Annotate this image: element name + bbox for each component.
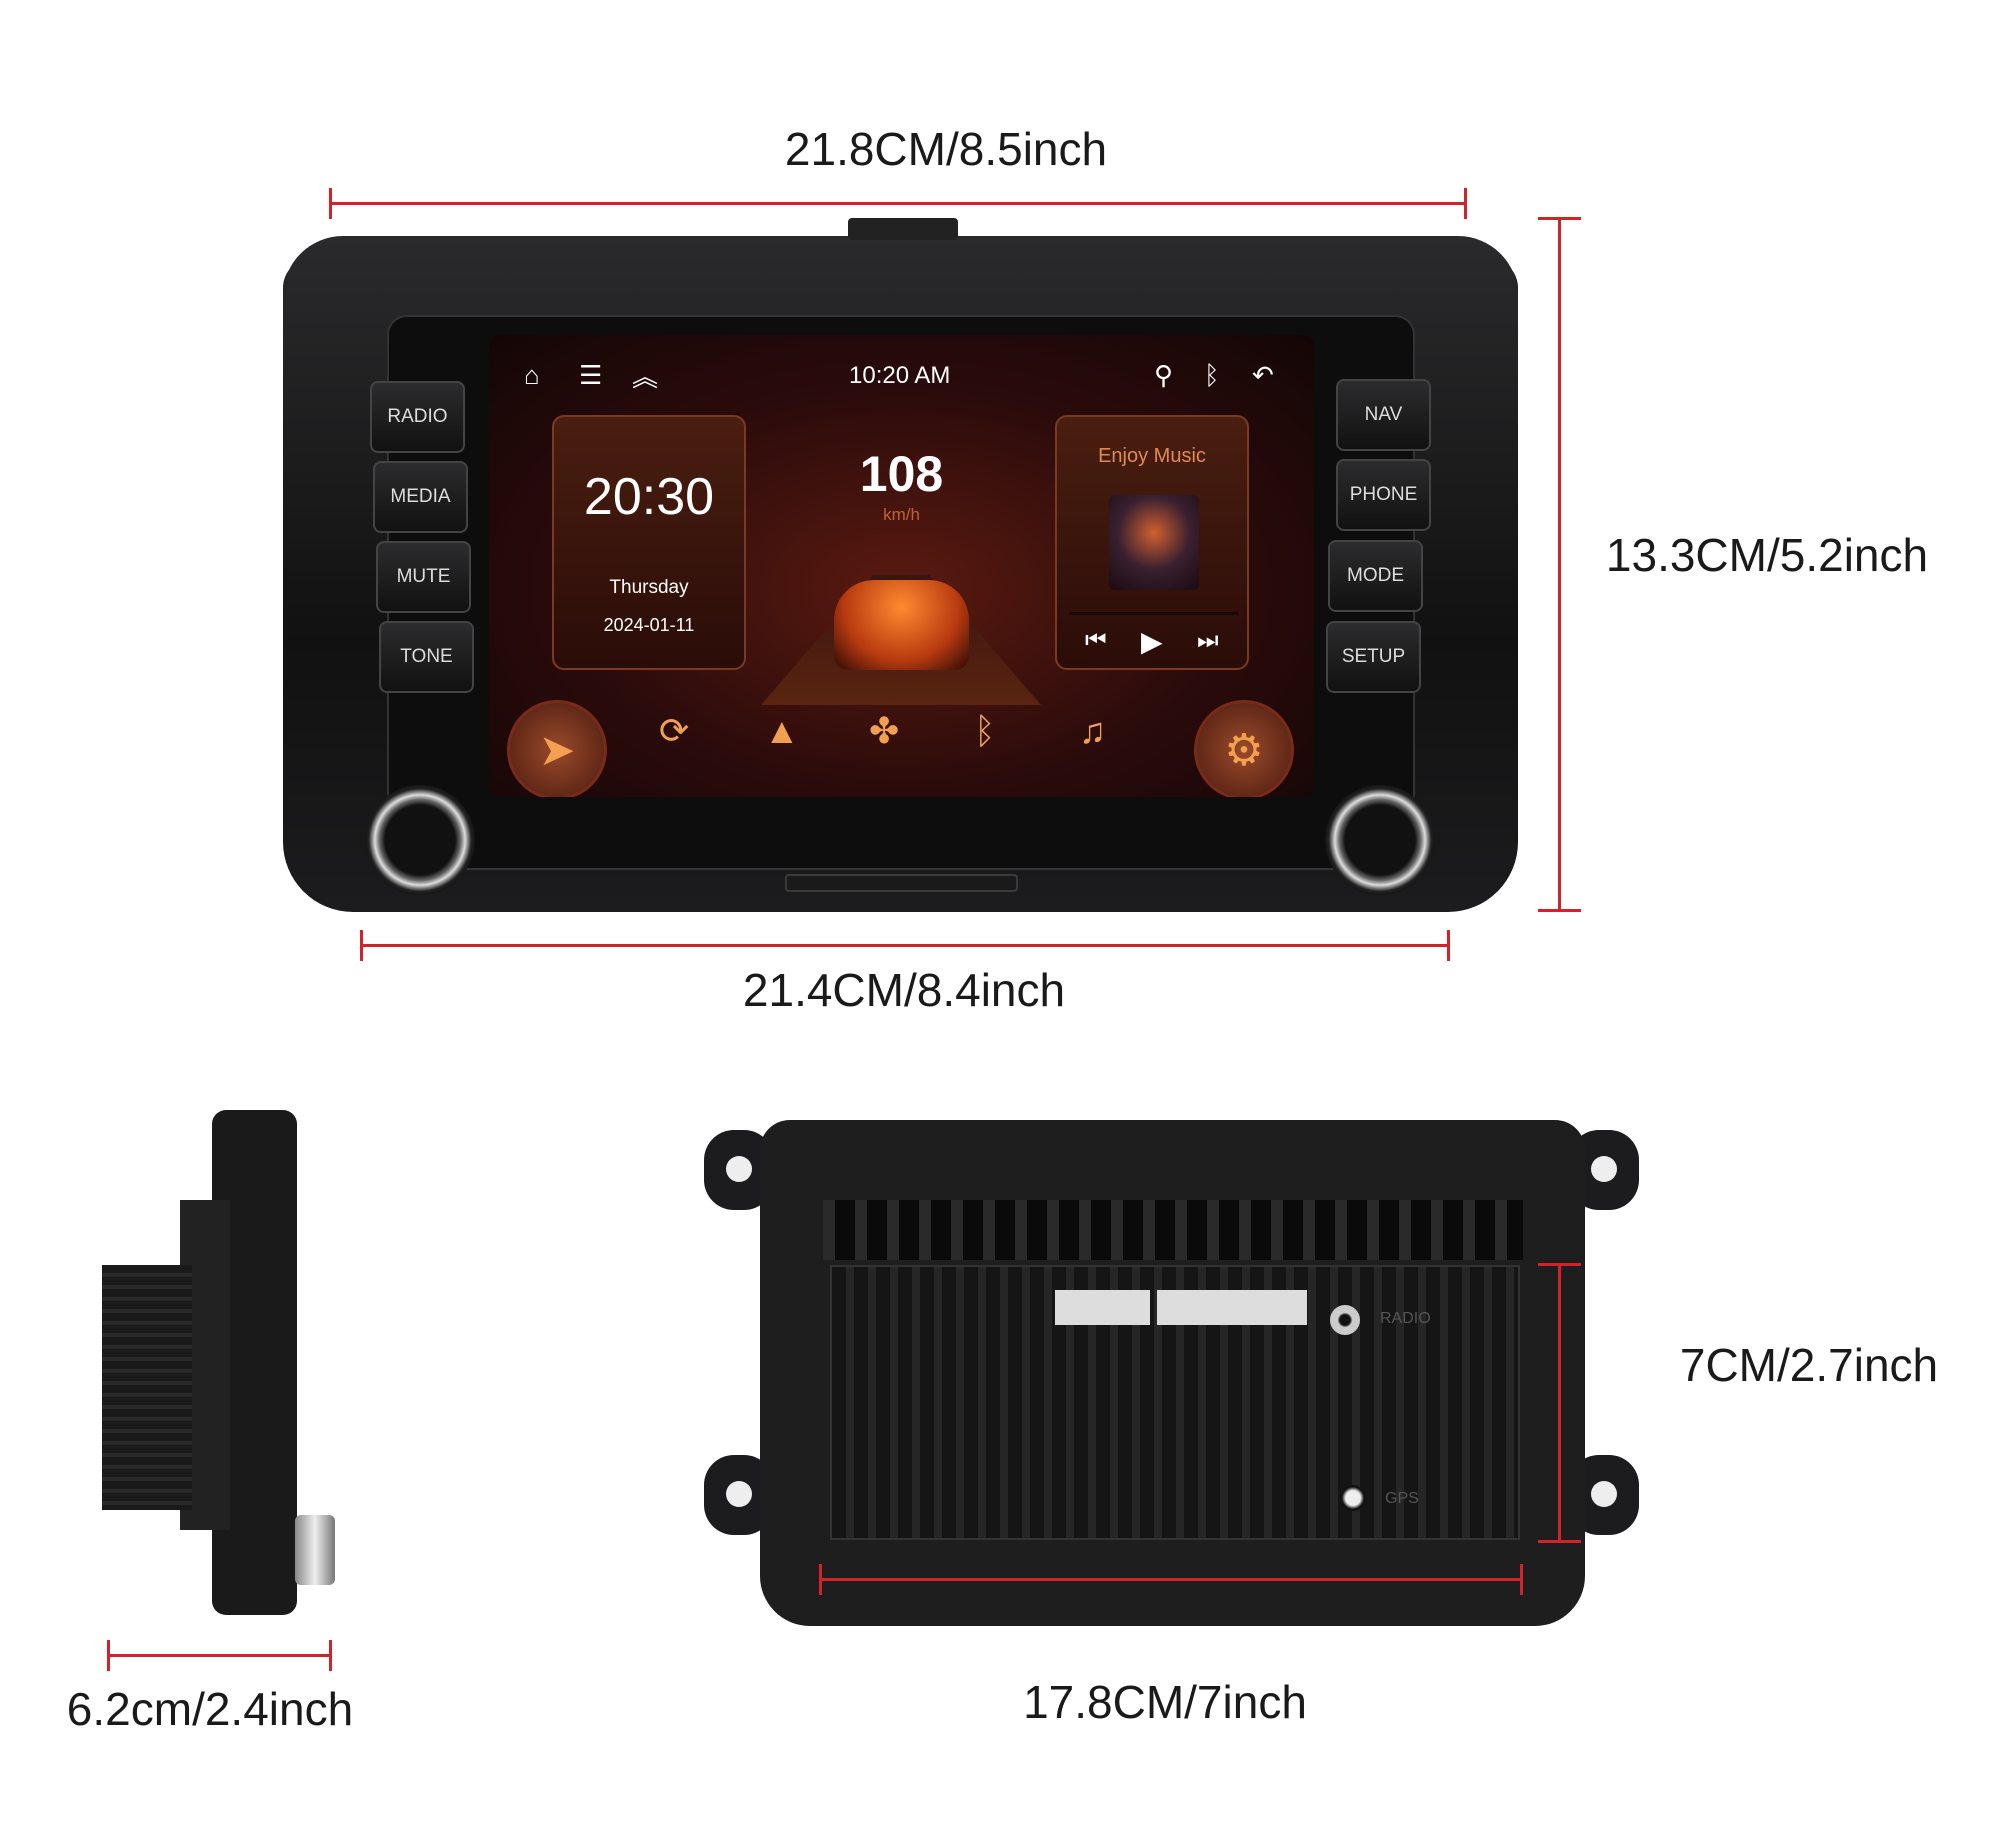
- back-icon[interactable]: ↶: [1252, 360, 1274, 390]
- play-icon[interactable]: ▶: [1141, 626, 1163, 657]
- radio-port-label: RADIO: [1380, 1310, 1431, 1327]
- bluetooth-app-icon[interactable]: ᛒ: [974, 710, 996, 751]
- dim-line-back-width: [819, 1564, 1523, 1595]
- dim-back-width: 17.8CM/7inch: [1023, 1676, 1307, 1728]
- tune-knob[interactable]: [1325, 785, 1435, 895]
- dim-line-height: [1538, 217, 1581, 912]
- previous-icon[interactable]: ⏮: [1085, 627, 1107, 654]
- album-art: [1109, 495, 1199, 590]
- next-icon[interactable]: ⏭: [1197, 627, 1219, 654]
- gear-icon: ⚙: [1224, 725, 1264, 775]
- dim-depth: 6.2cm/2.4inch: [66, 1683, 354, 1735]
- harness-connector: [1055, 1290, 1150, 1325]
- clock-widget[interactable]: 20:30 Thursday 2024-01-11: [552, 415, 746, 670]
- mute-button[interactable]: MUTE: [376, 541, 471, 613]
- top-clip: [848, 218, 958, 240]
- home-icon[interactable]: ⌂: [524, 360, 540, 390]
- dim-bottom-width: 21.4CM/8.4inch: [742, 964, 1066, 1016]
- dim-back-height: 7CM/2.7inch: [1679, 1339, 1939, 1391]
- tone-button[interactable]: TONE: [379, 621, 474, 693]
- speed-unit: km/h: [883, 505, 920, 524]
- radio-antenna-port: [1330, 1305, 1360, 1335]
- menu-icon[interactable]: ☰: [579, 360, 603, 390]
- vent-slots: [823, 1200, 1523, 1260]
- media-button[interactable]: MEDIA: [373, 461, 468, 533]
- mode-button[interactable]: MODE: [1328, 540, 1423, 612]
- music-title: Enjoy Music: [1098, 445, 1206, 467]
- clock-date: 2024-01-11: [603, 615, 695, 635]
- car-image: [834, 580, 969, 670]
- harness-connector: [1157, 1290, 1307, 1325]
- settings-button[interactable]: ⚙: [1194, 700, 1294, 797]
- dim-height: 13.3CM/5.2inch: [1605, 529, 1929, 581]
- android-auto-icon[interactable]: ▲: [764, 710, 800, 751]
- dim-line-depth: [107, 1640, 332, 1671]
- sd-slot: [785, 874, 1018, 892]
- apps-icon[interactable]: ✤: [869, 710, 900, 751]
- navigation-arrow-icon: ➤: [538, 725, 576, 775]
- dim-line-top: [329, 188, 1467, 219]
- carplay-icon[interactable]: ⟳: [659, 710, 690, 751]
- location-icon[interactable]: ⚲: [1154, 360, 1174, 390]
- gps-port: [1340, 1485, 1366, 1511]
- speed-value: 108: [859, 446, 944, 502]
- dim-line-bottom: [360, 930, 1450, 961]
- dim-line-back-height: [1538, 1263, 1581, 1543]
- chevron-up-icon[interactable]: ︽: [632, 362, 659, 392]
- side-heatsink: [102, 1265, 192, 1510]
- music-icon[interactable]: ♫: [1079, 710, 1106, 751]
- nav-button[interactable]: NAV: [1336, 379, 1431, 451]
- status-time: 10:20 AM: [849, 362, 951, 389]
- bluetooth-icon[interactable]: ᛒ: [1204, 360, 1220, 390]
- setup-button[interactable]: SETUP: [1326, 621, 1421, 693]
- phone-button[interactable]: PHONE: [1336, 459, 1431, 531]
- side-knob: [295, 1515, 335, 1585]
- touch-screen: ⌂ ☰ ︽ 10:20 AM ⚲ ᛒ ↶ 20:30 Thursday 2024…: [489, 335, 1314, 797]
- volume-knob[interactable]: [365, 785, 475, 895]
- clock-day: Thursday: [609, 577, 689, 598]
- progress-bar[interactable]: [1069, 612, 1239, 615]
- gps-port-label: GPS: [1385, 1490, 1419, 1507]
- music-widget[interactable]: Enjoy Music ⏮ ▶ ⏭: [1055, 415, 1249, 670]
- radio-button[interactable]: RADIO: [370, 381, 465, 453]
- dim-top-width: 21.8CM/8.5inch: [784, 123, 1108, 175]
- clock-time: 20:30: [583, 468, 715, 526]
- navigation-button[interactable]: ➤: [507, 700, 607, 797]
